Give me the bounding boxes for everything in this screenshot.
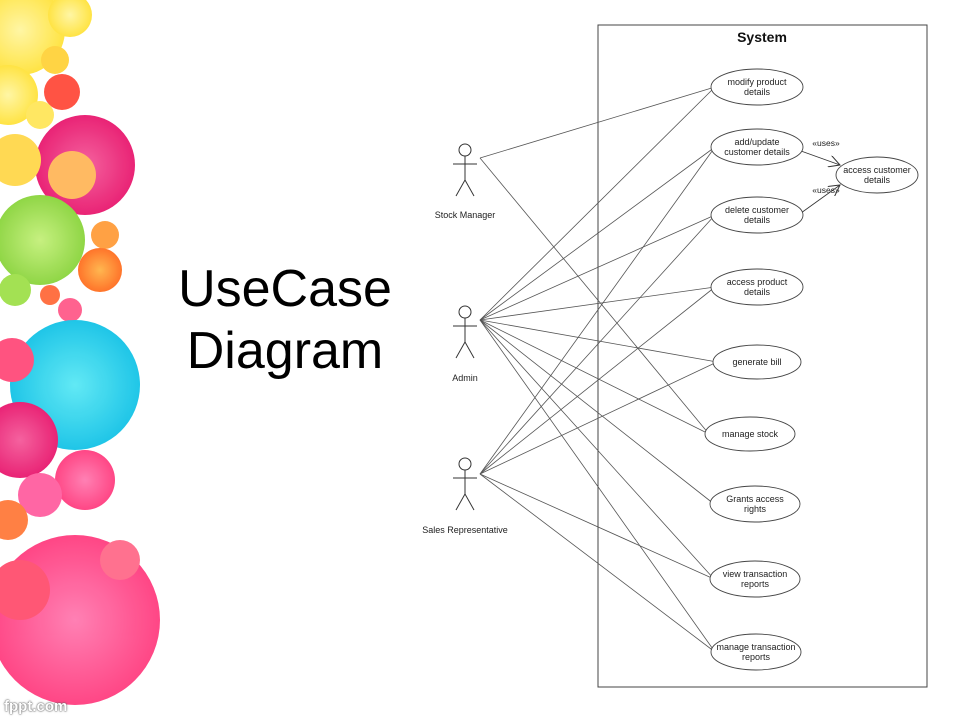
stick-figure-icon bbox=[453, 305, 477, 359]
use-case-label: details bbox=[864, 175, 891, 185]
use-case-label: reports bbox=[742, 652, 771, 662]
association-admin-generate-bill bbox=[479, 319, 718, 363]
system-boundary bbox=[597, 24, 928, 688]
association-admin-modify-product-details bbox=[479, 86, 716, 321]
use-case-ellipse bbox=[704, 416, 796, 452]
use-case-label: modify product bbox=[727, 77, 787, 87]
uses-stereotype-label: «uses» bbox=[812, 138, 840, 148]
use-case-label: add/update bbox=[734, 137, 779, 147]
use-case-label: customer details bbox=[724, 147, 790, 157]
association-sales-representative-view-transaction-reports bbox=[479, 473, 715, 580]
use-case-label: details bbox=[744, 287, 771, 297]
actor-label: Admin bbox=[452, 373, 478, 383]
use-case-label: manage stock bbox=[722, 429, 779, 439]
stick-figure-icon bbox=[453, 143, 477, 197]
association-stock-manager-modify-product-details bbox=[479, 86, 716, 159]
actor-stock-manager: Stock Manager bbox=[435, 143, 496, 220]
association-stock-manager-manage-stock bbox=[479, 157, 710, 435]
use-case-label: access customer bbox=[843, 165, 911, 175]
use-case-ellipse bbox=[710, 633, 802, 671]
use-case-ellipse bbox=[710, 268, 804, 306]
use-case-ellipse bbox=[835, 156, 919, 194]
uses-stereotype-label: «uses» bbox=[812, 185, 840, 195]
use-case-label: details bbox=[744, 87, 771, 97]
use-case-ellipse bbox=[712, 344, 802, 380]
use-case-generate-bill: generate bill bbox=[712, 344, 802, 380]
association-admin-access-product-details bbox=[479, 286, 716, 321]
use-case-label: Grants access bbox=[726, 494, 784, 504]
uses-arrow-delete-customer-details bbox=[800, 185, 840, 214]
use-case-ellipse bbox=[710, 196, 804, 234]
association-admin-add-update-customer-details bbox=[479, 146, 716, 321]
use-case-ellipse bbox=[709, 485, 801, 523]
use-case-manage-stock: manage stock bbox=[704, 416, 796, 452]
use-case-label: details bbox=[744, 215, 771, 225]
actor-label: Stock Manager bbox=[435, 210, 496, 220]
use-case-label: view transaction bbox=[723, 569, 788, 579]
slide-title: UseCase Diagram bbox=[150, 258, 420, 382]
association-lines bbox=[479, 86, 718, 653]
association-sales-representative-add-update-customer-details bbox=[479, 146, 716, 475]
stick-figure-icon bbox=[453, 457, 477, 511]
association-admin-view-transaction-reports bbox=[479, 319, 715, 580]
actor-admin: Admin bbox=[452, 305, 478, 383]
association-admin-grants-access-rights bbox=[479, 319, 715, 505]
use-case-ellipse bbox=[709, 560, 801, 598]
association-sales-representative-delete-customer-details bbox=[479, 214, 716, 475]
use-case-label: reports bbox=[741, 579, 770, 589]
association-admin-manage-stock bbox=[479, 319, 710, 435]
association-sales-representative-generate-bill bbox=[479, 361, 718, 475]
association-sales-representative-access-product-details bbox=[479, 286, 716, 475]
slide-title-line-1: UseCase bbox=[178, 260, 392, 318]
use-cases: modify productdetailsadd/updatecustomer … bbox=[704, 68, 919, 671]
actor-label: Sales Representative bbox=[422, 525, 508, 535]
uses-arrow-add-update-customer-details bbox=[800, 150, 840, 165]
system-label: System bbox=[737, 29, 787, 45]
use-case-label: manage transaction bbox=[716, 642, 795, 652]
actor-sales-representative: Sales Representative bbox=[422, 457, 508, 535]
fppt-watermark: fppt.com bbox=[4, 698, 68, 715]
association-admin-manage-transaction-reports bbox=[479, 319, 716, 653]
use-case-label: access product bbox=[727, 277, 788, 287]
association-sales-representative-manage-transaction-reports bbox=[479, 473, 716, 653]
uses-relationships: «uses» «uses» bbox=[800, 138, 840, 214]
use-case-ellipse bbox=[710, 68, 804, 106]
use-case-ellipse bbox=[710, 128, 804, 166]
slide-title-line-2: Diagram bbox=[186, 322, 384, 380]
association-admin-delete-customer-details bbox=[479, 214, 716, 321]
use-case-label: generate bill bbox=[732, 357, 781, 367]
use-case-label: rights bbox=[744, 504, 767, 514]
use-case-label: delete customer bbox=[725, 205, 789, 215]
